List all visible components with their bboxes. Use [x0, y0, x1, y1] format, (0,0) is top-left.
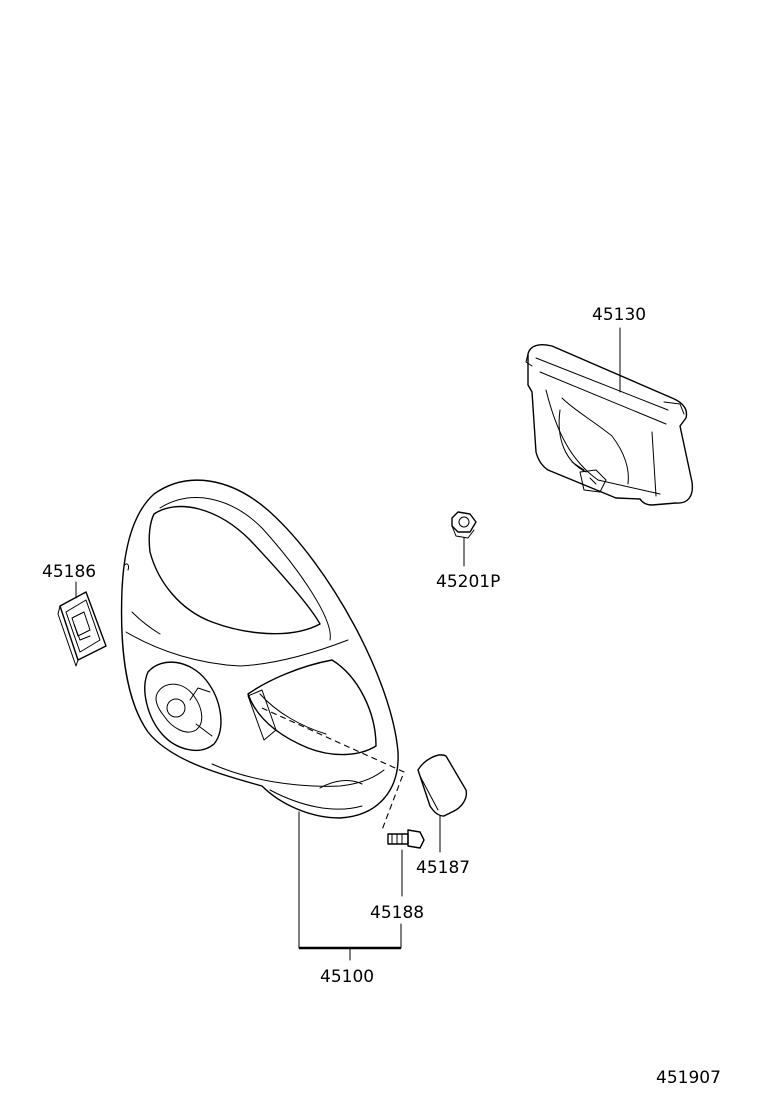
label-45187: 45187 [416, 858, 470, 878]
ornament-45186[interactable] [57, 591, 107, 667]
label-45186: 45186 [42, 562, 96, 582]
label-45100: 45100 [320, 967, 374, 987]
label-45188: 45188 [370, 903, 424, 923]
diagram-code: 451907 [656, 1068, 721, 1088]
cover-45187[interactable] [417, 754, 468, 817]
label-45201p: 45201P [436, 572, 500, 592]
air-bag-assembly[interactable] [525, 344, 694, 506]
steering-wheel[interactable] [120, 479, 399, 819]
label-45130: 45130 [592, 305, 646, 325]
nut-45201p[interactable] [451, 511, 477, 539]
screw-45188[interactable] [387, 829, 425, 849]
